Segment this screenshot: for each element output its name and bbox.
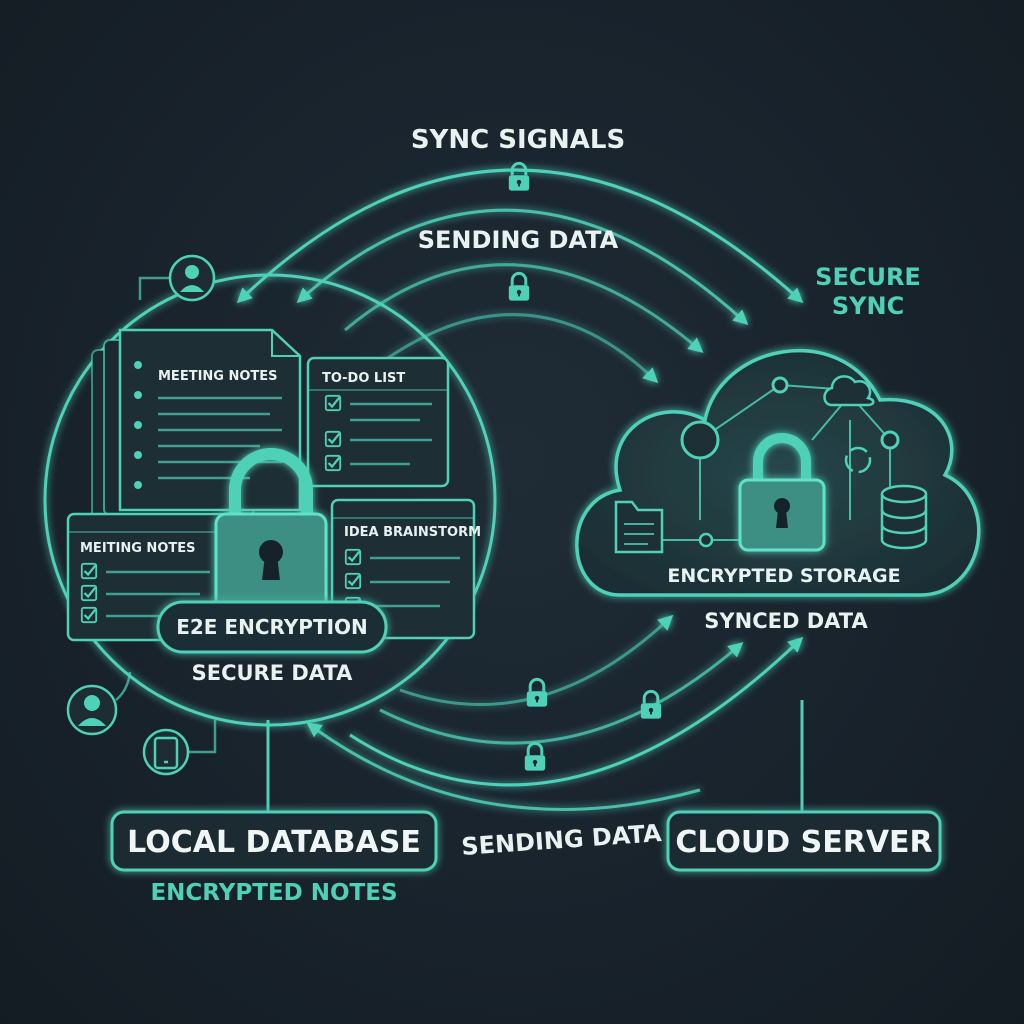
todo-list-card: TO-DO LIST	[306, 356, 450, 488]
meeting-notes-stack: MEETING NOTES	[91, 328, 302, 521]
database-icon	[880, 484, 928, 550]
meeting-notes-back-title: MEETING NOTES	[158, 369, 278, 384]
tablet-icon	[142, 728, 190, 776]
e2e-encryption-label: E2E ENCRYPTION	[176, 615, 368, 639]
cloud-server-label: CLOUD SERVER	[675, 825, 932, 860]
local-device-ring	[43, 273, 497, 727]
cloud-storage: ENCRYPTED STORAGE	[575, 348, 981, 597]
local-database-label: LOCAL DATABASE	[127, 825, 421, 860]
secure-sync-label-line1: SECURE	[815, 263, 921, 291]
local-padlock	[214, 448, 328, 612]
todo-list-title: TO-DO LIST	[322, 371, 405, 386]
lock-icon	[753, 433, 811, 484]
sending-data-bottom-label: SENDING DATA	[460, 819, 662, 861]
sending-data-arc-3	[384, 313, 659, 384]
sending-data-arc-1	[296, 208, 749, 326]
sync-signals-label: SYNC SIGNALS	[411, 125, 625, 155]
secure-sync-label-line2: SYNC	[832, 292, 904, 320]
lock-icon	[523, 741, 547, 773]
return-data-arc	[306, 722, 701, 811]
lock-icon	[639, 689, 663, 721]
encrypted-notes-label: ENCRYPTED NOTES	[150, 880, 397, 906]
folder-icon	[614, 500, 664, 554]
badge-connectors	[266, 700, 804, 812]
synced-data-label: SYNCED DATA	[704, 609, 868, 633]
user-icon	[66, 684, 118, 736]
lock-icon	[507, 271, 531, 303]
encrypted-storage-label: ENCRYPTED STORAGE	[667, 565, 900, 587]
top-sync-arcs	[236, 168, 804, 384]
synced-data-arc-3	[349, 636, 804, 787]
secure-data-label: SECURE DATA	[192, 661, 354, 685]
e2e-encryption-badge: E2E ENCRYPTION	[156, 600, 388, 654]
bottom-sync-arcs	[306, 614, 804, 811]
cloud-icon	[823, 375, 875, 407]
lock-icon	[229, 448, 313, 520]
lock-icon	[507, 161, 531, 193]
sending-data-arc-2	[344, 263, 704, 353]
local-database-badge: LOCAL DATABASE	[110, 810, 438, 872]
idea-brainstorm-title: IDEA BRAINSTORM	[344, 525, 481, 540]
sync-signals-arc	[236, 168, 804, 304]
cloud-icon	[575, 348, 981, 597]
synced-data-arc-2	[379, 642, 744, 745]
cloud-padlock	[738, 433, 826, 552]
left-side-devices	[66, 254, 217, 776]
user-icon	[168, 254, 216, 302]
lock-icon	[525, 677, 549, 709]
sending-data-top-label: SENDING DATA	[418, 226, 619, 254]
cloud-server-badge: CLOUD SERVER	[666, 810, 942, 872]
meeting-notes-front-title: MEITING NOTES	[80, 541, 195, 556]
